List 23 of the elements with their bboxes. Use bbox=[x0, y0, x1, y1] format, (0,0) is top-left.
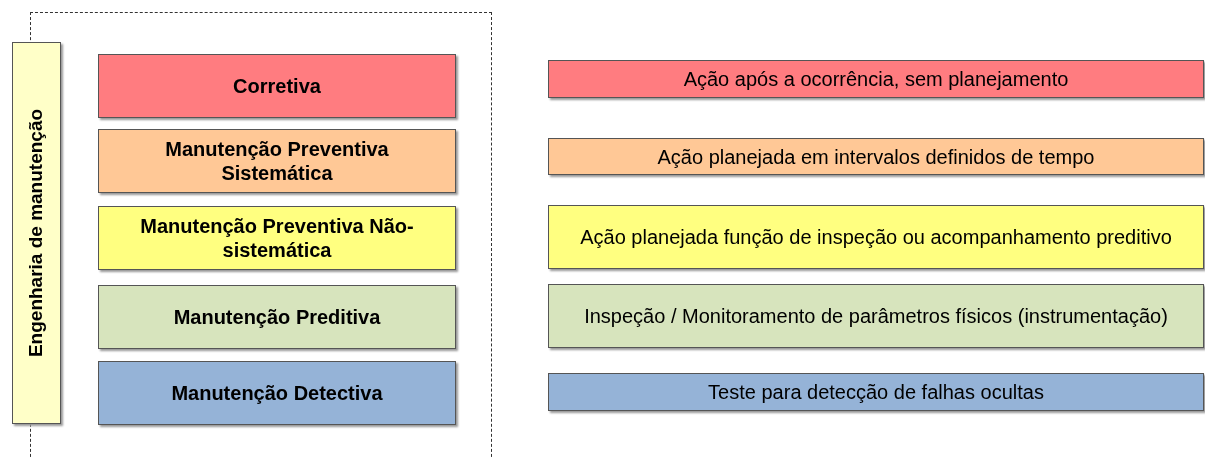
box-text: Manutenção Detectiva bbox=[171, 381, 383, 405]
box-text: Corretiva bbox=[233, 74, 321, 98]
description-box bbox=[548, 373, 1204, 411]
description-box bbox=[548, 284, 1204, 348]
dashed-frame bbox=[30, 12, 492, 457]
box-text: Teste para detecção de falhas ocultas bbox=[708, 380, 1044, 404]
title-box bbox=[12, 42, 61, 424]
category-box bbox=[98, 129, 456, 193]
category-box bbox=[98, 206, 456, 270]
description-box bbox=[548, 138, 1204, 175]
box-text: Ação após a ocorrência, sem planejamento bbox=[683, 67, 1069, 91]
box-text: Manutenção Preditiva bbox=[173, 305, 381, 329]
box-text: Manutenção Preventiva Sistemática bbox=[164, 137, 390, 185]
box-text: Ação planejada função de inspeção ou acompanhamento preditivo bbox=[580, 225, 1172, 249]
description-box bbox=[548, 60, 1204, 98]
category-box bbox=[98, 361, 456, 425]
box-text: Ação planejada em intervalos definidos de tempo bbox=[657, 144, 1095, 169]
box-text: Inspeção / Monitoramento de parâmetros físicos (instrumentação) bbox=[584, 304, 1168, 328]
box-text: Manutenção Preventiva Não-sistemática bbox=[139, 214, 415, 262]
description-box bbox=[548, 205, 1204, 269]
category-box bbox=[98, 285, 456, 349]
category-box bbox=[98, 54, 456, 118]
box-text: Engenharia de manutenção bbox=[24, 108, 48, 358]
